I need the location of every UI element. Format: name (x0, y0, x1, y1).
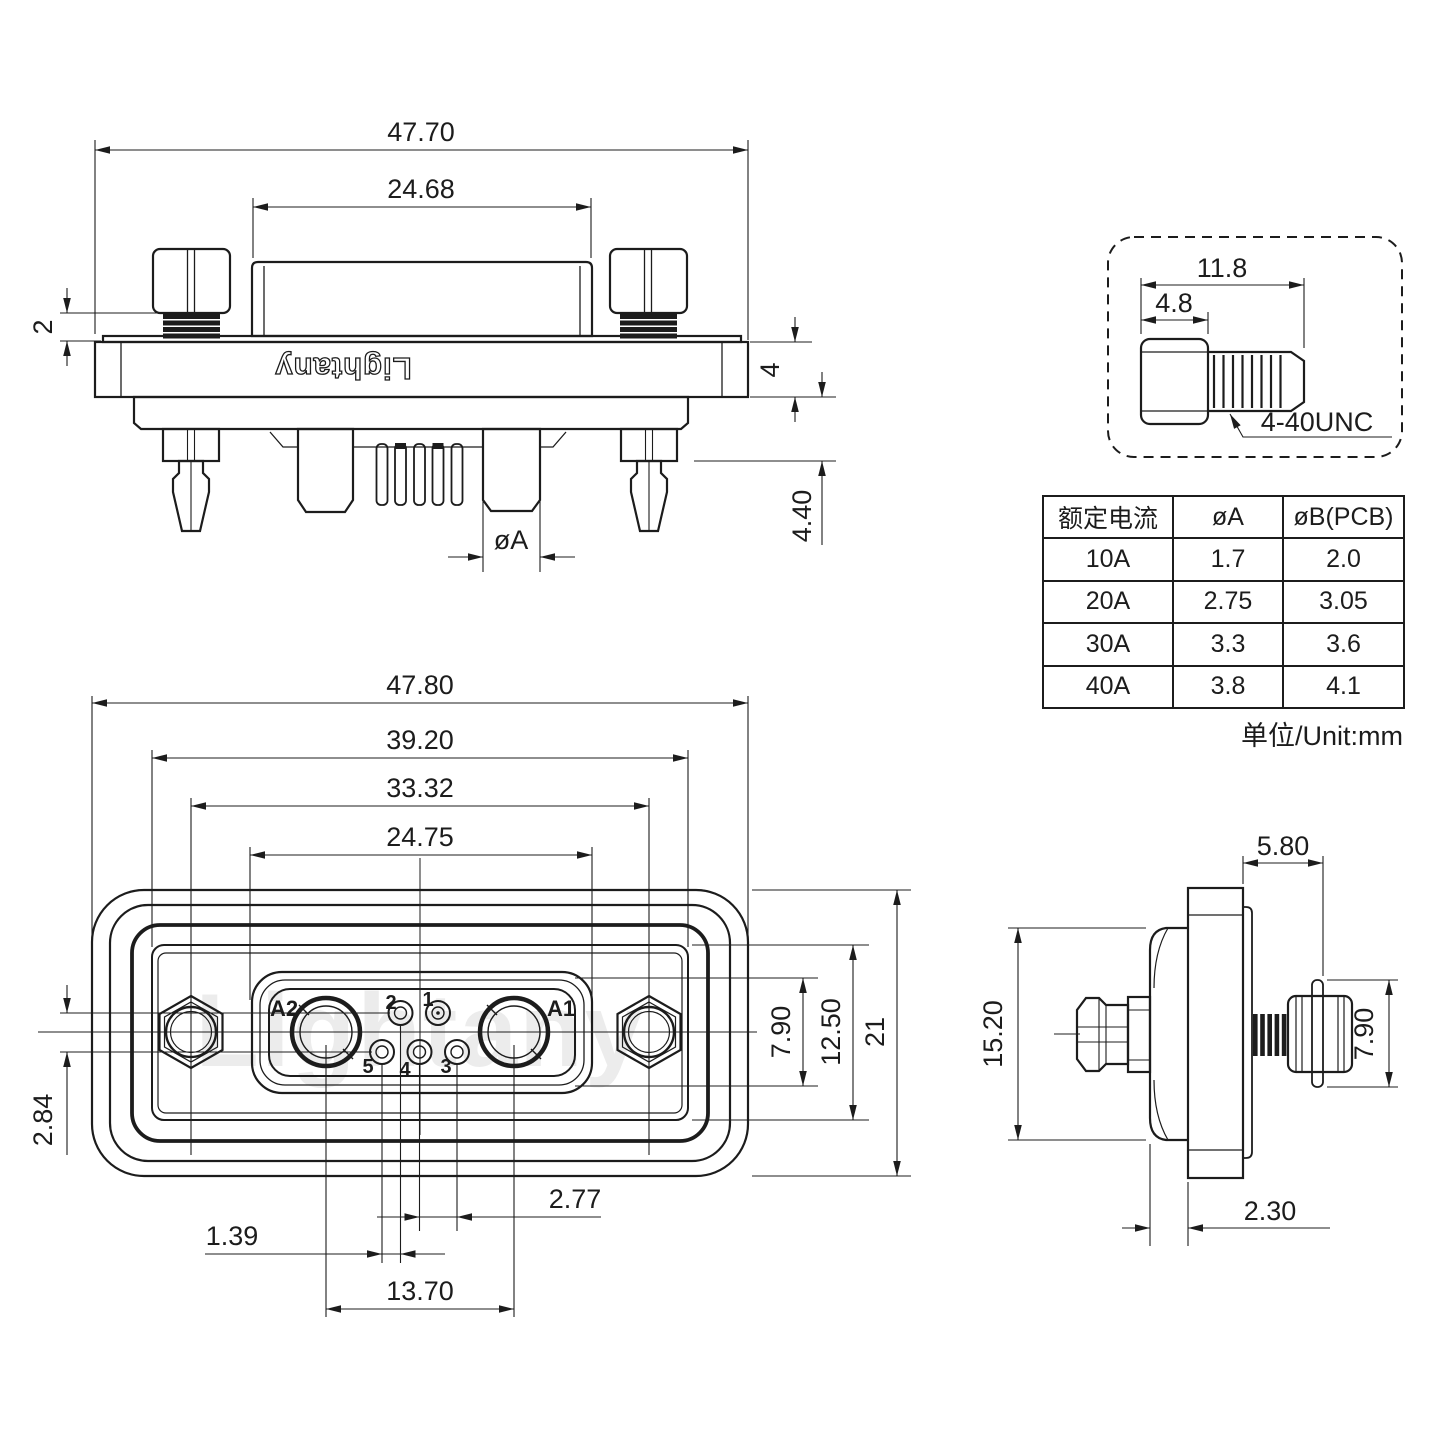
cell-b-40a: 4.1 (1282, 664, 1405, 709)
side-elevation-view (93, 247, 750, 533)
dim-front-shroud-width: 24.75 (386, 822, 454, 852)
cell-current-20a: 20A (1042, 579, 1174, 625)
jackscrew-detail-view (1107, 236, 1403, 458)
table-header-row: 额定电流 øA øB(PCB) (1042, 494, 1405, 540)
left-jackscrew (151, 247, 232, 339)
right-screw-spring (620, 314, 677, 339)
power-pin-a2 (296, 427, 355, 514)
dim-row-stagger: 1.39 (206, 1221, 259, 1251)
dim-flange-thickness: 4 (755, 362, 785, 377)
label-pin-1: 1 (422, 989, 433, 1011)
flange-profile (1186, 886, 1245, 1180)
thumbscrew-head-profile (1286, 994, 1354, 1074)
label-contact-a1: A1 (547, 996, 575, 1021)
dim-overall-height: 21 (860, 1017, 890, 1047)
molded-body-profile (1148, 926, 1188, 1142)
cell-current-10a: 10A (1042, 537, 1174, 582)
cell-b-30a: 3.6 (1282, 622, 1405, 667)
dim-mating-depth: 5.80 (1257, 831, 1310, 861)
dim-side-overall-width: 47.70 (387, 117, 455, 147)
cell-a-40a: 3.8 (1172, 664, 1284, 709)
dim-shroud-height: 7.90 (766, 1006, 796, 1059)
dim-contact-diameter-label: øA (494, 525, 529, 555)
header-dia-a: øA (1172, 494, 1284, 540)
insulator-body (132, 395, 690, 431)
board-lock-profile (1075, 995, 1152, 1074)
cell-b-20a: 3.05 (1282, 579, 1405, 625)
dim-body-height: 15.20 (978, 1000, 1008, 1068)
table-row: 10A 1.7 2.0 (1042, 537, 1405, 582)
front-view-dimensions (38, 696, 911, 1317)
screw-spring-profile (1253, 1014, 1287, 1056)
dim-rear-depth: 4.40 (787, 490, 817, 543)
cell-a-20a: 2.75 (1172, 579, 1284, 625)
left-screw-spring (163, 314, 220, 339)
dim-nut-height: 7.90 (1349, 1008, 1379, 1061)
flange-bar (93, 340, 750, 399)
dim-screw-total-length: 11.8 (1197, 253, 1248, 283)
label-pin-4: 4 (399, 1059, 411, 1081)
table-row: 30A 3.3 3.6 (1042, 622, 1405, 667)
gasket-profile (1243, 906, 1253, 1159)
cell-current-30a: 30A (1042, 622, 1174, 667)
power-pin-a1 (481, 427, 542, 513)
dim-screw-travel: 2 (28, 319, 58, 334)
screw-head (1139, 337, 1210, 426)
dim-front-flange-width: 39.20 (386, 725, 454, 755)
right-side-view (1075, 886, 1354, 1180)
dim-power-contact-spacing: 13.70 (386, 1276, 454, 1306)
dim-front-mount-spacing: 33.32 (386, 773, 454, 803)
cell-current-40a: 40A (1042, 664, 1174, 709)
table-row: 20A 2.75 3.05 (1042, 579, 1405, 625)
shroud-outline (250, 260, 594, 338)
label-pin-3: 3 (440, 1056, 451, 1078)
jack-nut-profile (1311, 979, 1324, 1088)
current-rating-table: 额定电流 øA øB(PCB) 10A 1.7 2.0 20A 2.75 3.0… (1042, 494, 1405, 709)
dim-row-offset: 2.84 (28, 1094, 58, 1147)
dim-front-overall-width: 47.80 (386, 670, 454, 700)
cell-a-10a: 1.7 (1172, 537, 1284, 582)
left-board-lock (161, 427, 221, 533)
dim-flange-offset: 2.30 (1244, 1196, 1297, 1226)
signal-pins (375, 443, 464, 506)
jackscrew-detail-dimensions (1140, 278, 1392, 438)
right-jackscrew (608, 247, 689, 339)
dim-side-shroud-width: 24.68 (387, 174, 455, 204)
thread-crests (1212, 355, 1282, 408)
label-contact-a2: A2 (270, 996, 298, 1021)
label-pin-5: 5 (362, 1056, 373, 1078)
right-board-lock (619, 427, 679, 533)
detail-dashed-frame (1107, 236, 1403, 458)
cell-b-10a: 2.0 (1282, 537, 1405, 582)
header-dia-b-pcb: øB(PCB) (1282, 494, 1405, 540)
table-row: 40A 3.8 4.1 (1042, 664, 1405, 709)
dim-screw-head-length: 4.8 (1155, 288, 1193, 318)
dim-flange-height: 12.50 (816, 998, 846, 1066)
label-pin-2: 2 (385, 992, 396, 1014)
cell-a-30a: 3.3 (1172, 622, 1284, 667)
header-rated-current: 额定电流 (1042, 494, 1174, 540)
dim-pin-pitch: 2.77 (549, 1184, 602, 1214)
side-elevation-dimensions (60, 140, 836, 572)
screw-thread-shaft (1208, 350, 1306, 413)
thread-spec-label: 4-40UNC (1261, 407, 1374, 437)
brand-logo-on-flange: Lightany (274, 351, 411, 386)
unit-note: 单位/Unit:mm (1241, 721, 1403, 751)
right-side-view-dimensions (1008, 856, 1398, 1246)
